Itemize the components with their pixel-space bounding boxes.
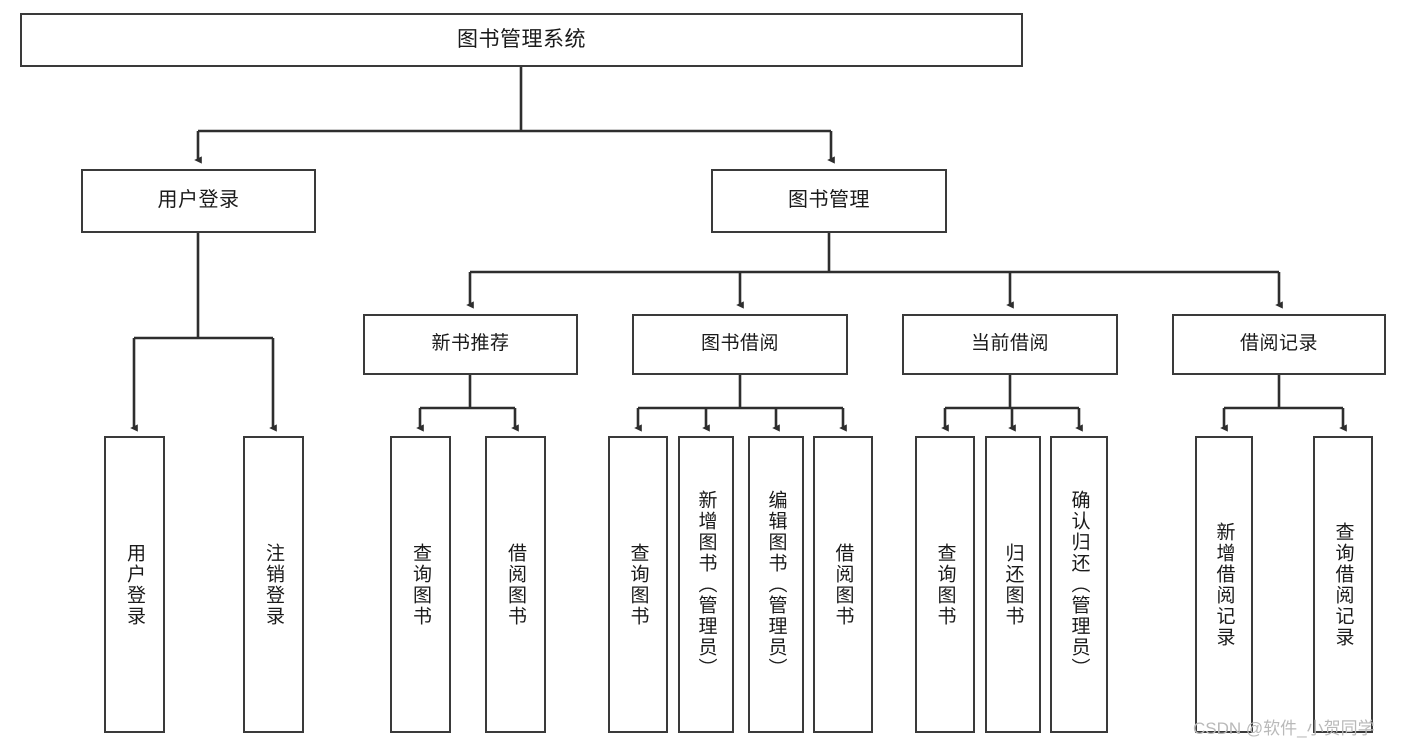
node-label: 新增借阅记录 [1213, 521, 1235, 648]
node-new-book-recommend[interactable]: 新书推荐 [363, 314, 578, 375]
node-label: 确认归还（管理员） [1068, 490, 1090, 679]
node-label: 归还图书 [1002, 542, 1024, 627]
leaf-borrow-borrow-book[interactable]: 借阅图书 [813, 436, 873, 733]
leaf-record-query-record[interactable]: 查询借阅记录 [1313, 436, 1373, 733]
node-label: 查询图书 [627, 542, 649, 627]
leaf-current-query-book[interactable]: 查询图书 [915, 436, 975, 733]
node-label: 用户登录 [124, 542, 145, 627]
node-book-management[interactable]: 图书管理 [711, 169, 947, 233]
node-root-system[interactable]: 图书管理系统 [20, 13, 1023, 67]
node-label: 当前借阅 [970, 333, 1049, 355]
leaf-borrow-add-book-admin[interactable]: 新增图书（管理员） [678, 436, 734, 733]
leaf-user-login-login[interactable]: 用户登录 [104, 436, 165, 733]
node-label: 注销登录 [263, 542, 284, 627]
node-current-borrow[interactable]: 当前借阅 [902, 314, 1118, 375]
node-label: 编辑图书（管理员） [765, 490, 787, 679]
node-label: 新增图书（管理员） [695, 490, 717, 679]
node-label: 借阅记录 [1239, 333, 1318, 355]
node-label: 借阅图书 [505, 542, 526, 627]
leaf-user-login-logout[interactable]: 注销登录 [243, 436, 304, 733]
node-borrow-record[interactable]: 借阅记录 [1172, 314, 1386, 375]
node-label: 查询图书 [934, 542, 956, 627]
node-label: 图书借阅 [700, 333, 779, 355]
node-label: 查询图书 [410, 542, 431, 627]
leaf-current-confirm-return-admin[interactable]: 确认归还（管理员） [1050, 436, 1108, 733]
node-label: 借阅图书 [832, 542, 854, 627]
node-label: 用户登录 [157, 189, 240, 212]
leaf-borrow-edit-book-admin[interactable]: 编辑图书（管理员） [748, 436, 804, 733]
leaf-record-add-record[interactable]: 新增借阅记录 [1195, 436, 1253, 733]
leaf-recommend-borrow-book[interactable]: 借阅图书 [485, 436, 546, 733]
node-user-login[interactable]: 用户登录 [81, 169, 316, 233]
leaf-current-return-book[interactable]: 归还图书 [985, 436, 1041, 733]
leaf-recommend-query-book[interactable]: 查询图书 [390, 436, 451, 733]
node-label: 图书管理 [788, 189, 870, 212]
leaf-borrow-query-book[interactable]: 查询图书 [608, 436, 668, 733]
node-label: 新书推荐 [431, 333, 510, 355]
node-label: 查询借阅记录 [1332, 521, 1354, 648]
node-book-borrow[interactable]: 图书借阅 [632, 314, 848, 375]
node-label: 图书管理系统 [457, 27, 586, 51]
